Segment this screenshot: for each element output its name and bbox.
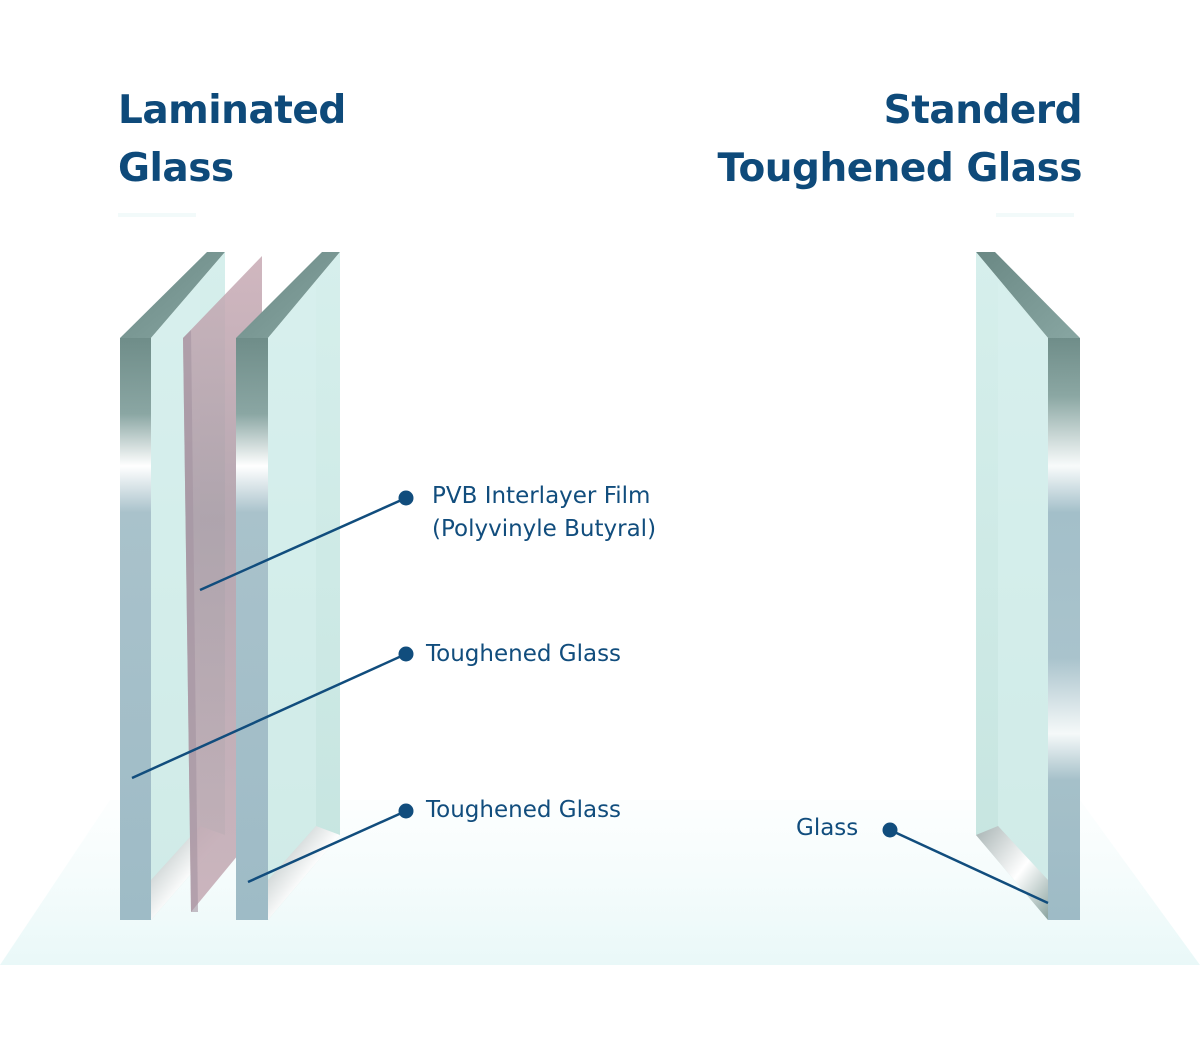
dot-glass <box>882 822 898 838</box>
standard-toughened-glass-pane <box>976 252 1080 920</box>
toughened-glass-label-1: Toughened Glass <box>426 641 622 667</box>
dot-toughened-1 <box>398 646 414 662</box>
laminated-title-line1: Laminated <box>118 88 346 133</box>
standard-toughened-glass-title: Standerd Toughened Glass <box>717 82 1083 198</box>
laminated-glass-pane-front <box>236 252 340 920</box>
title-underline-right <box>996 213 1074 217</box>
leader-glass <box>889 828 1049 905</box>
leader-lines <box>131 496 1049 905</box>
glass-label: Glass <box>796 815 859 841</box>
laminated-title-line2: Glass <box>118 146 234 191</box>
standard-title-line1: Standerd <box>883 88 1083 133</box>
leader-dots <box>398 490 898 838</box>
pvb-label-line1: PVB Interlayer Film <box>432 483 651 509</box>
dot-pvb <box>398 490 414 506</box>
dot-toughened-2 <box>398 803 414 819</box>
pvb-film-edge <box>183 330 198 912</box>
laminated-glass-title: Laminated Glass <box>118 82 346 198</box>
leader-toughened-1 <box>131 652 407 780</box>
leader-pvb <box>199 496 407 592</box>
title-underline-left <box>118 213 196 217</box>
standard-title-line2: Toughened Glass <box>717 146 1083 191</box>
pvb-interlayer-label: PVB Interlayer Film (Polyvinyle Butyral) <box>432 480 656 546</box>
toughened-glass-label-2: Toughened Glass <box>426 797 622 823</box>
leader-toughened-2 <box>247 809 407 884</box>
pvb-label-line2: (Polyvinyle Butyral) <box>432 516 657 542</box>
